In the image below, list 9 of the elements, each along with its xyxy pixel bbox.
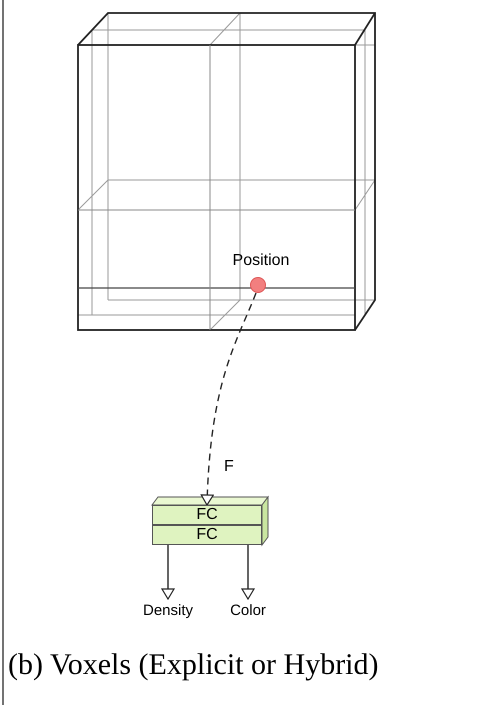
arrow [200, 292, 257, 506]
point-label: Position [232, 252, 290, 270]
arrow [241, 545, 255, 600]
caption: (b) Voxels (Explicit or Hybrid) [8, 648, 380, 682]
arrow [161, 545, 175, 600]
layer-block: FC [152, 505, 262, 525]
layer-block: FC [152, 525, 262, 545]
output-label: Density [128, 601, 208, 621]
output-label: Color [220, 601, 276, 621]
